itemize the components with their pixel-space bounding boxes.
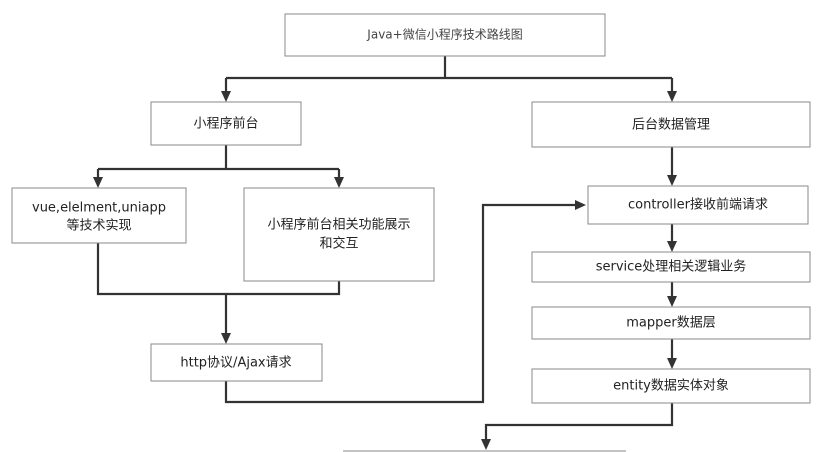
edge-entity-to-bottom xyxy=(484,403,674,440)
connectors xyxy=(93,56,677,450)
node-backend: 后台数据管理 xyxy=(531,101,811,148)
arrowhead-service xyxy=(667,241,677,252)
node-mapper: mapper数据层 xyxy=(531,306,811,340)
arrowhead-feature xyxy=(334,177,344,188)
arrowhead-tech xyxy=(93,177,103,188)
node-backend-label: 后台数据管理 xyxy=(632,118,710,133)
node-tech-label-line2: 等技术实现 xyxy=(66,218,131,234)
node-frontend: 小程序前台 xyxy=(150,101,302,146)
node-title: Java+微信小程序技术路线图 xyxy=(284,13,606,57)
arrowhead-mapper xyxy=(667,296,677,307)
arrowhead-controller xyxy=(575,200,586,210)
arrowhead-entity xyxy=(667,358,677,369)
node-http: http协议/Ajax请求 xyxy=(150,343,323,382)
node-tech: vue,elelment,uniapp 等技术实现 xyxy=(11,187,187,244)
node-feature: 小程序前台相关功能展示 和交互 xyxy=(243,187,435,282)
node-controller-label: controller接收前端请求 xyxy=(628,197,768,213)
edge-http-to-controller xyxy=(224,203,576,404)
node-feature-label-line2: 和交互 xyxy=(319,236,358,252)
node-http-label: http协议/Ajax请求 xyxy=(180,356,291,371)
node-entity: entity数据实体对象 xyxy=(531,368,811,404)
node-service: service处理相关逻辑业务 xyxy=(531,251,811,283)
node-tech-label-line1: vue,elelment,uniapp xyxy=(32,201,166,216)
edge-merge-to-http xyxy=(96,243,341,334)
node-entity-label: entity数据实体对象 xyxy=(613,379,729,394)
node-frontend-label: 小程序前台 xyxy=(193,116,258,132)
arrowhead-backend xyxy=(667,91,677,102)
node-mapper-label: mapper数据层 xyxy=(626,316,715,331)
edge-frontend-split xyxy=(98,145,339,171)
arrowhead-http xyxy=(221,333,231,344)
arrowhead-controller-top xyxy=(667,175,677,186)
edge-title-split xyxy=(226,56,672,80)
node-title-label: Java+微信小程序技术路线图 xyxy=(366,27,522,42)
arrowhead-bottom xyxy=(481,439,491,450)
arrowhead-frontend xyxy=(221,91,231,102)
node-controller: controller接收前端请求 xyxy=(587,185,809,225)
node-service-label: service处理相关逻辑业务 xyxy=(596,259,747,275)
node-feature-label-line1: 小程序前台相关功能展示 xyxy=(267,217,410,233)
